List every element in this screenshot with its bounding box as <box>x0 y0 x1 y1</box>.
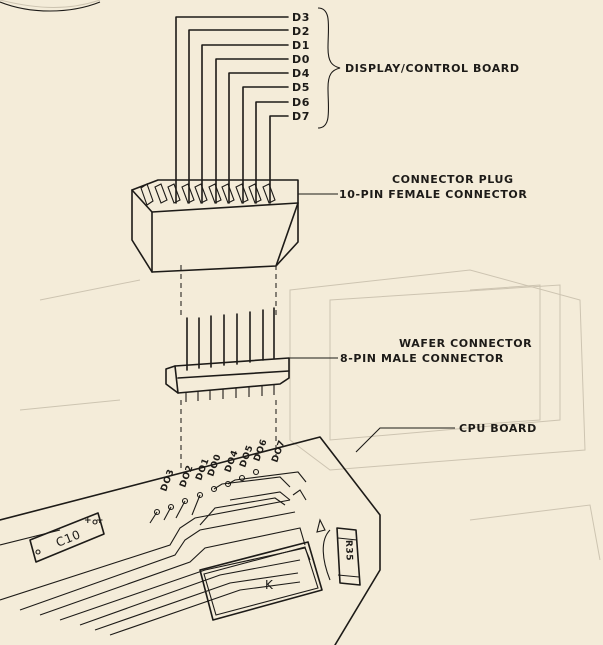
line-label-d0: D0 <box>292 53 310 66</box>
pad-label-do0: DO0 <box>206 453 223 478</box>
display-line-labels: D3 D2 D1 D0 D4 D5 D6 D7 <box>292 11 310 123</box>
pad-label-do7: DO7 <box>270 439 287 464</box>
line-label-d3: D3 <box>292 11 310 24</box>
wire-d7 <box>269 115 289 204</box>
plug-sockets <box>140 183 276 206</box>
wafer-connector-title: WAFER CONNECTOR <box>399 337 532 350</box>
chip-k: K <box>199 541 323 621</box>
line-label-d6: D6 <box>292 96 310 109</box>
connector-plug <box>131 179 299 273</box>
faint-background-drawing <box>0 0 601 561</box>
display-board-label: DISPLAY/CONTROL BOARD <box>345 62 520 75</box>
display-board-wires <box>175 16 289 204</box>
line-label-d1: D1 <box>292 39 310 52</box>
capacitor-polarity: + + <box>84 516 104 526</box>
resistor-label: R35 <box>343 540 354 562</box>
line-label-d7: D7 <box>292 110 310 123</box>
wire-d1 <box>201 44 289 204</box>
wire-d4 <box>228 72 289 204</box>
wafer-pin-tails <box>185 385 275 402</box>
wafer-pins <box>186 307 275 371</box>
curly-brace <box>317 7 341 129</box>
pad-label-do3: DO3 <box>159 468 176 493</box>
cpu-pads <box>153 468 260 516</box>
cpu-pad-labels: DO3 DO2 DO1 DO0 DO4 DO5 DO6 DO7 <box>159 438 287 493</box>
circuit-traces <box>0 471 311 636</box>
wafer-connector <box>165 307 290 402</box>
pad-label-do4: DO4 <box>223 449 240 474</box>
line-label-d5: D5 <box>292 81 310 94</box>
cpu-board-label: CPU BOARD <box>459 422 537 435</box>
line-label-d4: D4 <box>292 67 310 80</box>
cpu-leader-line <box>355 427 455 453</box>
top-corner-arc <box>0 1 101 12</box>
wafer-connector-subtitle: 8-PIN MALE CONNECTOR <box>340 352 504 365</box>
wire-d6 <box>255 101 289 204</box>
connector-plug-title: CONNECTOR PLUG <box>392 173 514 186</box>
wire-d2 <box>188 29 289 204</box>
line-label-d2: D2 <box>292 25 310 38</box>
connector-plug-subtitle: 10-PIN FEMALE CONNECTOR <box>339 188 527 201</box>
capacitor-c10: + + C10 <box>29 512 105 563</box>
wire-d5 <box>242 86 289 204</box>
chip-label: K <box>265 578 274 592</box>
wire-d0 <box>215 58 289 204</box>
wire-d3 <box>175 16 289 204</box>
alignment-guides <box>180 265 277 470</box>
resistor-r35: R35 <box>316 518 361 586</box>
